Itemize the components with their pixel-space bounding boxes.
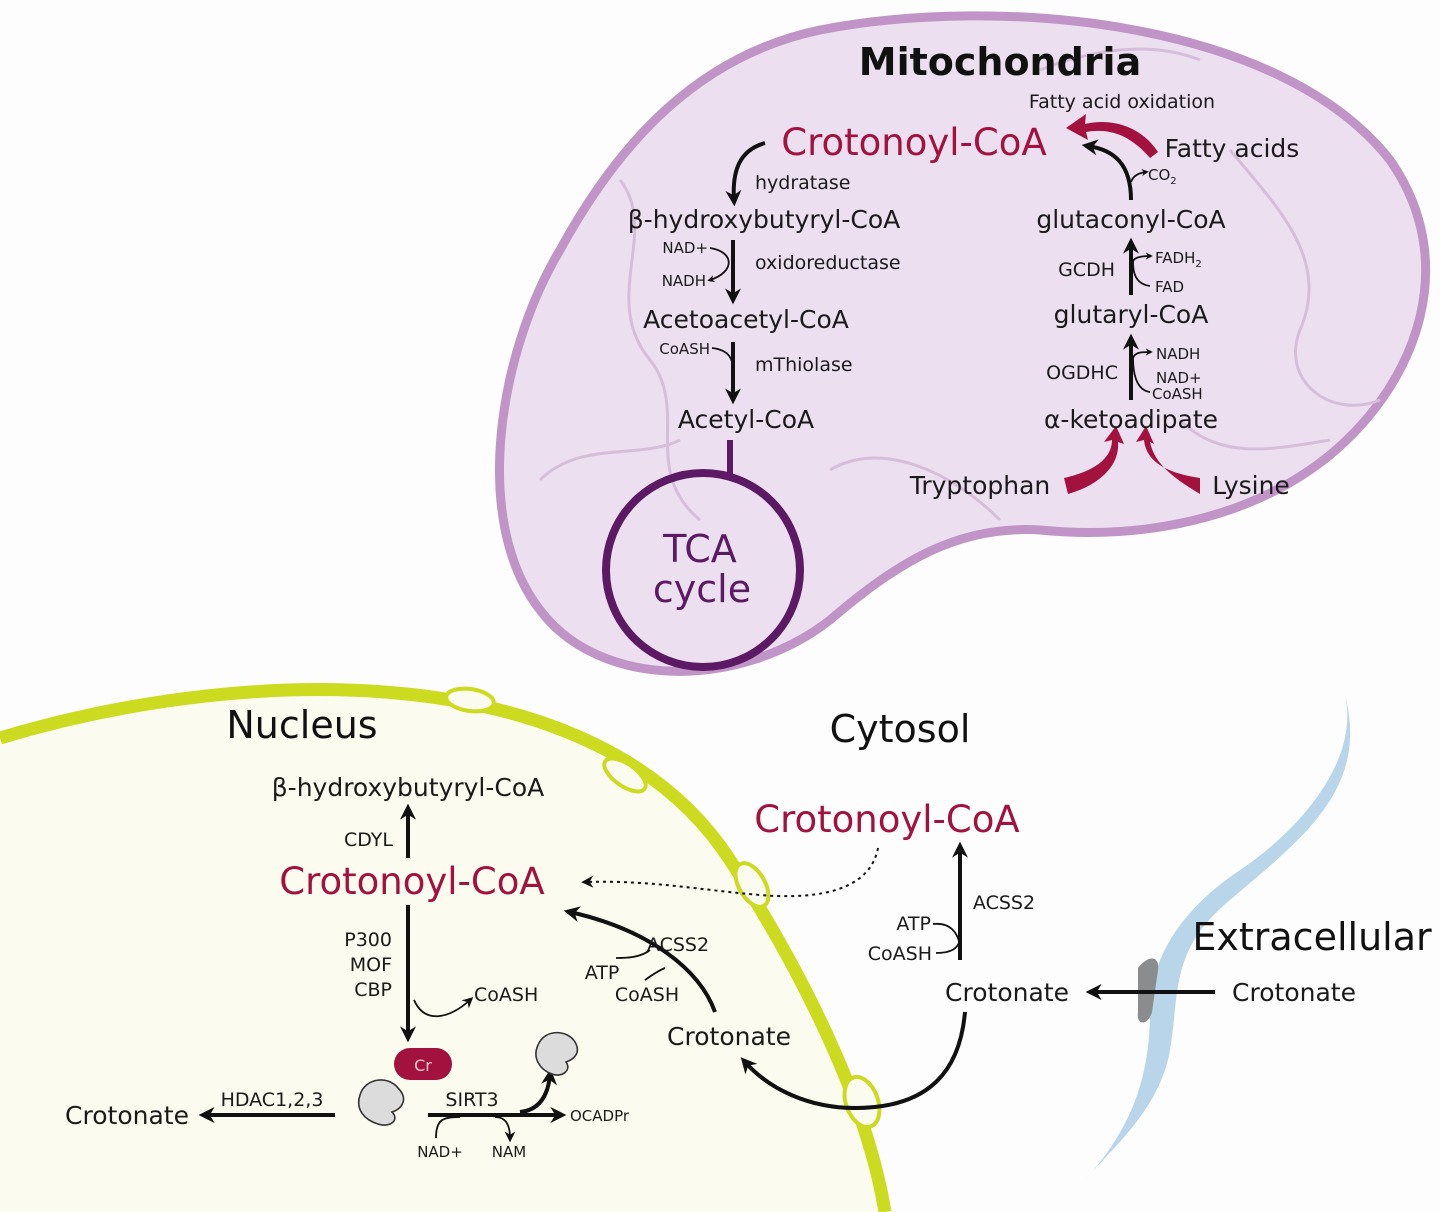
glutaryl-coa: glutaryl-CoA [1054, 300, 1209, 329]
extracellular-crotonate: Crotonate [1232, 978, 1356, 1007]
atp-coash-side-nucleus [615, 949, 666, 981]
arrow-fatty-acids-to-crotonoyl [1066, 114, 1158, 158]
alpha-ketoadipate: α-ketoadipate [1044, 405, 1218, 434]
fad-side [1132, 252, 1153, 287]
glutaconyl-coa: glutaconyl-CoA [1036, 205, 1225, 234]
arrow-crotonoyl-to-bhb [725, 141, 766, 207]
nucleus-crotonate: Crotonate [667, 1022, 791, 1051]
extracellular-title: Extracellular [1192, 915, 1432, 959]
dotted-crotonoyl-import [581, 847, 879, 898]
arrow-nucleus-crotonate-to-crotonoyl [563, 906, 717, 1013]
co2-label: CO2 [1148, 166, 1177, 187]
nucleus-ocadpr: OCADPr [570, 1107, 630, 1125]
nad-plus-label-right: NAD+ [1156, 369, 1202, 387]
mito-acetyl-coa: Acetyl-CoA [678, 405, 814, 434]
coash-label-right: CoASH [1152, 385, 1203, 403]
cytosol-atp: ATP [896, 913, 931, 935]
cytosol-title: Cytosol [830, 707, 971, 751]
nad-coash-side [1132, 348, 1153, 393]
nucleus-cdyl: CDYL [344, 829, 393, 851]
coash-side [711, 347, 734, 371]
nad-nadh-side [707, 247, 730, 283]
nucleus-cbp: CBP [354, 979, 392, 1001]
mito-nad-plus: NAD+ [662, 239, 708, 257]
fatty-acid-oxidation: Fatty acid oxidation [1029, 91, 1215, 113]
tca-label-line1: TCA [662, 527, 737, 571]
co2-side [1130, 168, 1149, 183]
crotonyl-tag-label: Cr [414, 1056, 432, 1075]
nucleus-compartment [0, 689, 885, 1212]
coash-release [413, 997, 474, 1018]
nucleus-bhb-coa: β-hydroxybutyryl-CoA [272, 773, 545, 802]
ogdhc-label: OGDHC [1046, 362, 1118, 384]
lysine: Lysine [1212, 471, 1290, 500]
tryptophan: Tryptophan [909, 471, 1051, 500]
free-histone-protein [535, 1031, 579, 1076]
mitochondria-compartment [495, 11, 1431, 676]
mito-crotonoyl-coa: Crotonoyl-CoA [781, 121, 1046, 164]
cytosol-acss2: ACSS2 [973, 892, 1035, 914]
nucleus-coash-2: CoASH [615, 984, 679, 1006]
nucleus-sirt3: SIRT3 [445, 1089, 498, 1111]
fadh2-label: FADH2 [1155, 249, 1202, 270]
nucleus-hdac: HDAC1,2,3 [221, 1089, 324, 1111]
crotonyl-tag [394, 1048, 452, 1080]
nuclear-pores [444, 686, 882, 1130]
sirt3-to-histone-arrow [519, 1068, 558, 1114]
nucleus-coash: CoASH [474, 984, 538, 1006]
arrow-lysine-to-ketoadipate [1136, 426, 1200, 494]
nucleus-acss2: ACSS2 [647, 934, 709, 956]
nucleus-crotonoyl-coa: Crotonoyl-CoA [279, 860, 544, 903]
atp-coash-side-cytosol [932, 923, 961, 954]
mitochondria-title: Mitochondria [859, 40, 1141, 84]
mito-nadh: NADH [662, 272, 706, 290]
mitochondrial-cristae [538, 47, 1381, 522]
arrow-tryptophan-to-ketoadipate [1064, 426, 1124, 494]
mito-oxidoreductase: oxidoreductase [755, 252, 901, 274]
tca-label-line2: cycle [653, 567, 751, 611]
mito-hydratase: hydratase [755, 172, 850, 194]
cytosol-crotonoyl-coa: Crotonoyl-CoA [754, 798, 1019, 841]
mito-acetoacetyl-coa: Acetoacetyl-CoA [643, 305, 849, 334]
mito-bhb-coa: β-hydroxybutyryl-CoA [628, 205, 901, 234]
nad-nam-side [435, 1116, 510, 1138]
nucleus-mof: MOF [350, 954, 392, 976]
mito-mthiolase: mThiolase [755, 354, 853, 376]
nadh-label-right: NADH [1156, 345, 1200, 363]
cytosol-coash: CoASH [868, 943, 932, 965]
fatty-acids: Fatty acids [1165, 134, 1300, 163]
tca-cycle-ring [602, 469, 804, 671]
cell-membrane [1085, 695, 1351, 1180]
histone-protein [358, 1079, 405, 1126]
nucleus-nam: NAM [492, 1143, 526, 1161]
cytosol-crotonate: Crotonate [945, 978, 1069, 1007]
nucleus-nad-plus: NAD+ [417, 1143, 463, 1161]
arrow-glutaconyl-to-crotonoyl [1081, 139, 1133, 201]
mito-coash: CoASH [659, 340, 710, 358]
nucleus-p300: P300 [344, 929, 392, 951]
fad-label: FAD [1155, 278, 1184, 296]
arrow-cytosol-crotonate-to-nucleus [740, 1011, 967, 1111]
nucleus-atp: ATP [585, 962, 620, 984]
nucleus-crotonate-out: Crotonate [65, 1101, 189, 1130]
nucleus-title: Nucleus [226, 703, 377, 747]
gcdh-label: GCDH [1058, 259, 1115, 281]
